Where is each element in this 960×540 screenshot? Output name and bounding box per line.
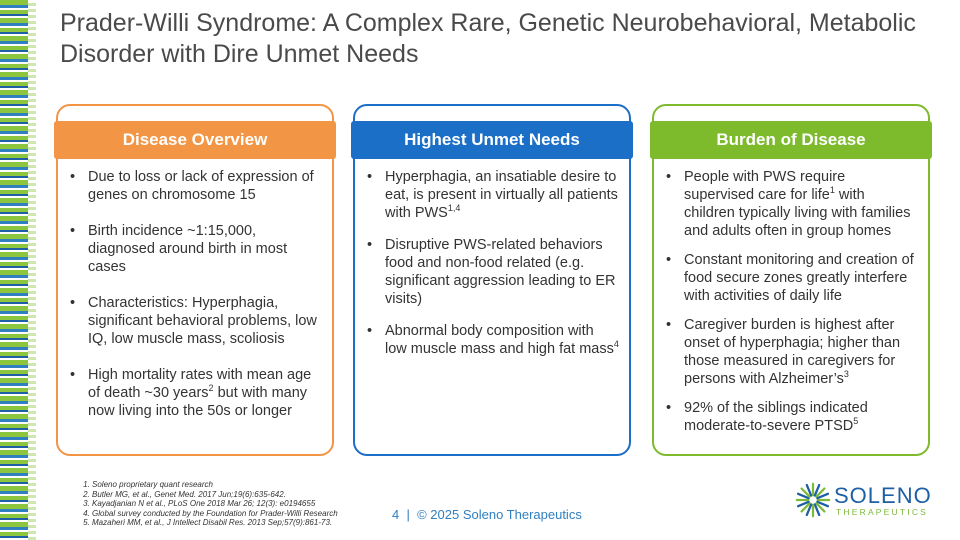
decorative-side-stripe <box>0 0 36 540</box>
card-header: Burden of Disease <box>650 121 932 159</box>
bullet-item: High mortality rates with mean age of de… <box>70 366 322 420</box>
card-burden-of-disease: Burden of Disease People with PWS requir… <box>650 104 932 456</box>
footnote: Mazaheri MM, et al., J Intellect Disabil… <box>92 518 338 528</box>
card-disease-overview: Disease Overview Due to loss or lack of … <box>54 104 336 456</box>
footnote: Butler MG, et al., Genet Med. 2017 Jun;1… <box>92 490 338 500</box>
footnote: Soleno proprietary quant research <box>92 480 338 490</box>
soleno-starburst-icon <box>795 482 831 518</box>
bullet-item: Caregiver burden is highest after onset … <box>666 316 918 388</box>
card-header: Disease Overview <box>54 121 336 159</box>
bullet-list: People with PWS require supervised care … <box>654 168 918 435</box>
card-highest-unmet-needs: Highest Unmet Needs Hyperphagia, an insa… <box>351 104 633 456</box>
logo-tagline: THERAPEUTICS <box>836 507 929 517</box>
bullet-list: Hyperphagia, an insatiable desire to eat… <box>355 168 619 358</box>
bullet-item: People with PWS require supervised care … <box>666 168 918 240</box>
bullet-item: Constant monitoring and creation of food… <box>666 251 918 305</box>
citation: 5 <box>853 416 859 427</box>
soleno-logo: SOLENO THERAPEUTICS <box>794 481 931 529</box>
logo-name: SOLENO <box>834 483 932 508</box>
citation: 1,4 <box>447 203 461 214</box>
footnote: Global survey conducted by the Foundatio… <box>92 509 338 519</box>
footnote-list: Soleno proprietary quant research Butler… <box>64 480 338 528</box>
bullet-list: Due to loss or lack of expression of gen… <box>58 168 322 420</box>
bullet-item: 92% of the siblings indicated moderate-t… <box>666 399 918 435</box>
bullet-item: Disruptive PWS-related behaviors food an… <box>367 236 619 308</box>
bullet-item: Due to loss or lack of expression of gen… <box>70 168 322 204</box>
page-number: 4 <box>392 507 400 522</box>
page-footer: 4 | © 2025 Soleno Therapeutics <box>392 507 582 522</box>
citation: 2 <box>208 383 214 394</box>
bullet-item: Birth incidence ~1:15,000, diagnosed aro… <box>70 222 322 276</box>
citation: 4 <box>613 339 619 350</box>
copyright: © 2025 Soleno Therapeutics <box>417 507 582 522</box>
footnotes: Soleno proprietary quant research Butler… <box>64 480 338 528</box>
bullet-item: Abnormal body composition with low muscl… <box>367 322 619 358</box>
bullet-item: Hyperphagia, an insatiable desire to eat… <box>367 168 619 222</box>
footnote: Kayadjanian N et al., PLoS One 2018 Mar … <box>92 499 338 509</box>
footer-separator: | <box>406 507 410 522</box>
slide-title: Prader-Willi Syndrome: A Complex Rare, G… <box>60 9 916 68</box>
citation: 1 <box>829 185 835 196</box>
card-header: Highest Unmet Needs <box>351 121 633 159</box>
bullet-item: Characteristics: Hyperphagia, significan… <box>70 294 322 348</box>
citation: 3 <box>843 369 849 380</box>
